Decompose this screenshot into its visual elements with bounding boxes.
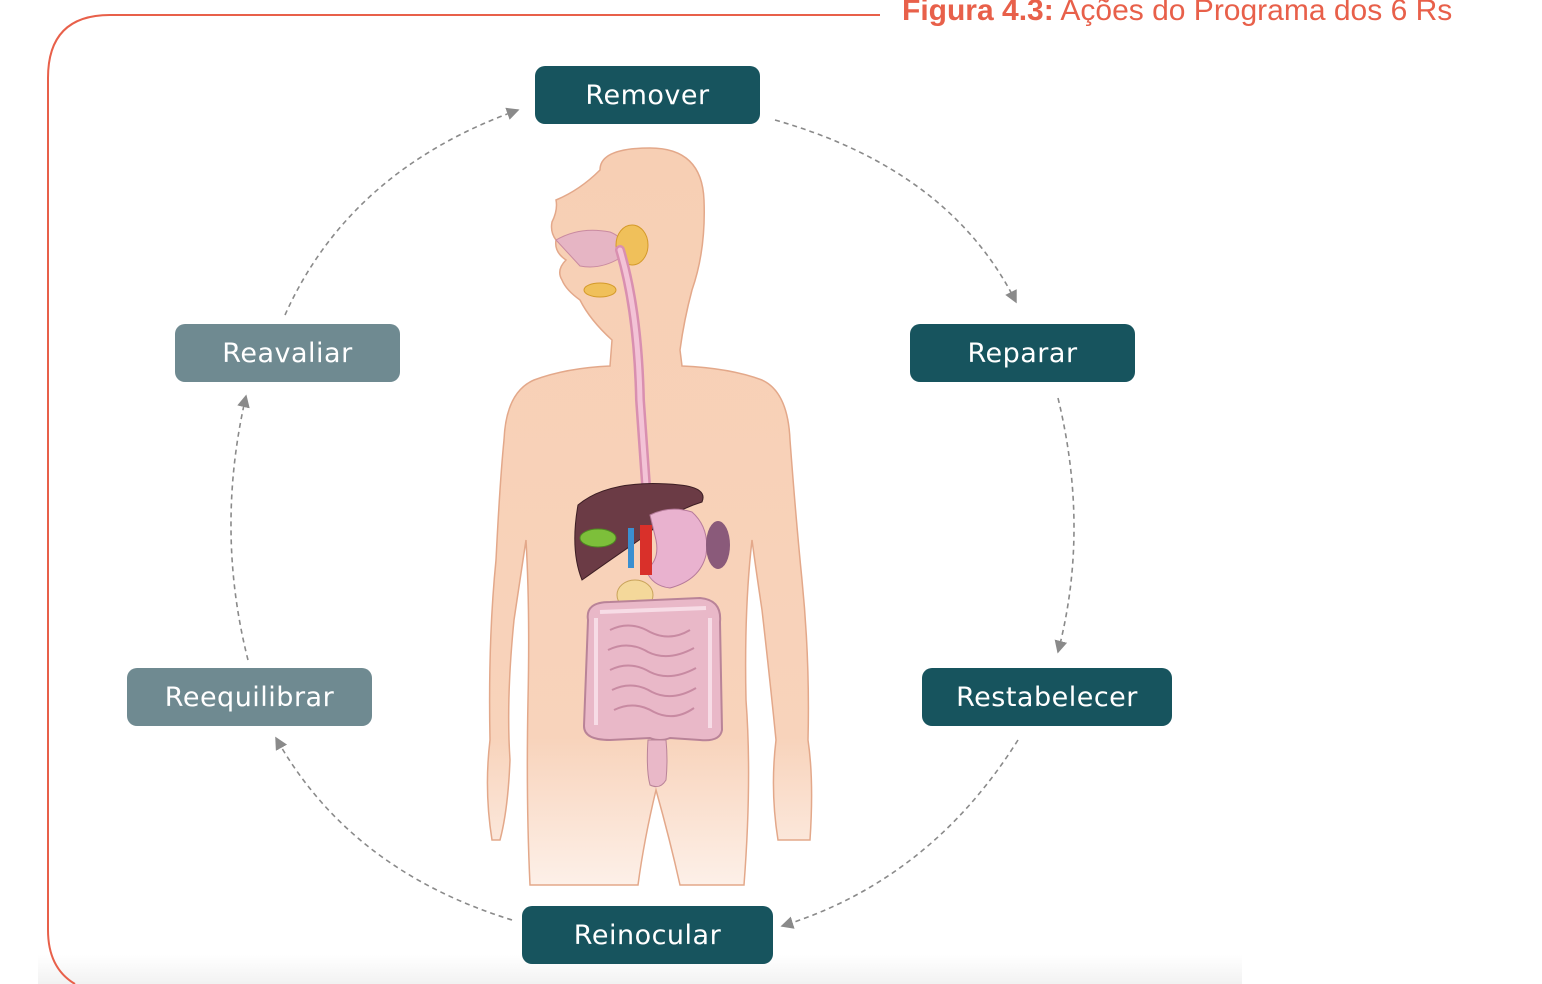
figure-title: Ações do Programa dos 6 Rs	[1060, 0, 1452, 27]
step-reparar: Reparar	[910, 324, 1135, 382]
arrow-reequilibrar-reavaliar	[231, 396, 248, 660]
large-intestine	[584, 598, 722, 740]
rectum	[647, 740, 667, 787]
step-reinocular: Reinocular	[522, 906, 773, 964]
arrow-reparar-restabelecer	[1058, 398, 1074, 652]
figure-label: Figura 4.3:	[902, 0, 1054, 27]
figure-caption: Figura 4.3: Ações do Programa dos 6 Rs	[902, 0, 1452, 28]
step-remover: Remover	[535, 66, 760, 124]
step-reavaliar: Reavaliar	[175, 324, 400, 382]
gallbladder	[580, 529, 616, 547]
blood-vessels	[628, 525, 652, 575]
step-restabelecer: Restabelecer	[922, 668, 1172, 726]
step-reequilibrar: Reequilibrar	[127, 668, 372, 726]
digestive-system-illustration	[470, 140, 830, 890]
